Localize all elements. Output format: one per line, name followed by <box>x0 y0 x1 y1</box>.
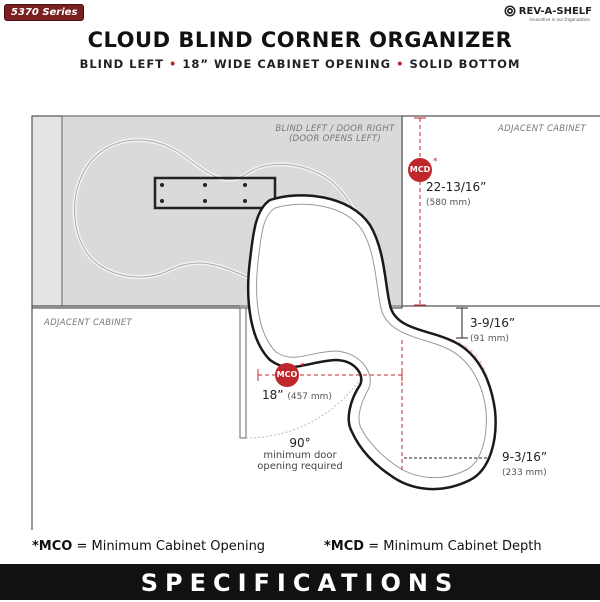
legend-mco-key: *MCO <box>32 539 73 554</box>
legend-mco-text: = Minimum Cabinet Opening <box>72 539 266 554</box>
brand-tagline: Innovative in our Organization <box>529 17 590 22</box>
page-subtitle: BLIND LEFT • 18” WIDE CABINET OPENING • … <box>0 57 600 71</box>
dim-offset: 3-9/16” (91 mm) <box>470 316 515 344</box>
cloud-shelf-inner <box>256 203 487 479</box>
dim-offset-metric: (91 mm) <box>470 334 509 344</box>
legend-mcd-text: = Minimum Cabinet Depth <box>364 539 542 554</box>
cloud-shelf <box>246 194 497 491</box>
legend-mcd: *MCD = Minimum Cabinet Depth <box>324 539 542 554</box>
specifications-footer: SPECIFICATIONS <box>0 564 600 600</box>
subtitle-blind: BLIND LEFT <box>79 57 165 71</box>
legend-mcd-key: *MCD <box>324 539 365 554</box>
dim-side: 9-3/16” (233 mm) <box>502 450 547 478</box>
adjacent-right-label: ADJACENT CABINET <box>498 124 587 134</box>
blind-label: BLIND LEFT / DOOR RIGHT (DOOR OPENS LEFT… <box>270 124 400 144</box>
mco-asterisk: * <box>300 362 305 372</box>
dim-opening: 18” (457 mm) <box>262 388 332 402</box>
dim-side-metric: (233 mm) <box>502 468 547 478</box>
mcd-asterisk: * <box>433 157 438 167</box>
mco-marker-label: MCO <box>276 370 298 379</box>
adjacent-left-label: ADJACENT CABINET <box>44 318 133 328</box>
door-angle: 90° <box>289 436 311 450</box>
separator-dot: • <box>396 57 410 71</box>
dim-side-value: 9-3/16” <box>502 450 548 464</box>
brand-logo: REV-A-SHELF <box>504 5 592 17</box>
door-note: 90° minimum door opening required <box>250 436 350 472</box>
dim-offset-value: 3-9/16” <box>470 316 516 330</box>
adjacent-cabinet-right-edge <box>401 116 600 307</box>
blind-label-line1: BLIND LEFT / DOOR RIGHT <box>275 124 395 134</box>
subtitle-bottom: SOLID BOTTOM <box>409 57 521 71</box>
brand-name: REV-A-SHELF <box>518 5 592 17</box>
page-title: CLOUD BLIND CORNER ORGANIZER <box>87 28 513 52</box>
dim-depth-metric: (580 mm) <box>426 198 471 208</box>
series-badge: 5370 Series <box>4 4 85 21</box>
dim-opening-value: 18” <box>262 388 284 402</box>
mcd-marker-label: MCD <box>409 165 431 174</box>
separator-dot: • <box>169 57 183 71</box>
mco-marker <box>275 363 299 387</box>
subtitle-opening: 18” WIDE CABINET OPENING <box>182 57 392 71</box>
logo-mark-icon <box>504 5 516 17</box>
door-note-line2: opening required <box>257 461 343 472</box>
door-note-line1: minimum door <box>263 450 337 461</box>
dim-opening-metric: (457 mm) <box>287 392 332 402</box>
dim-depth: 22-13/16” (580 mm) <box>426 180 486 208</box>
door-panel <box>239 307 247 439</box>
legend-mco: *MCO = Minimum Cabinet Opening <box>32 539 265 554</box>
mounting-bracket <box>153 176 277 210</box>
blind-label-line2: (DOOR OPENS LEFT) <box>288 134 382 144</box>
dim-depth-value: 22-13/16” <box>426 180 487 194</box>
mcd-marker <box>408 158 432 182</box>
